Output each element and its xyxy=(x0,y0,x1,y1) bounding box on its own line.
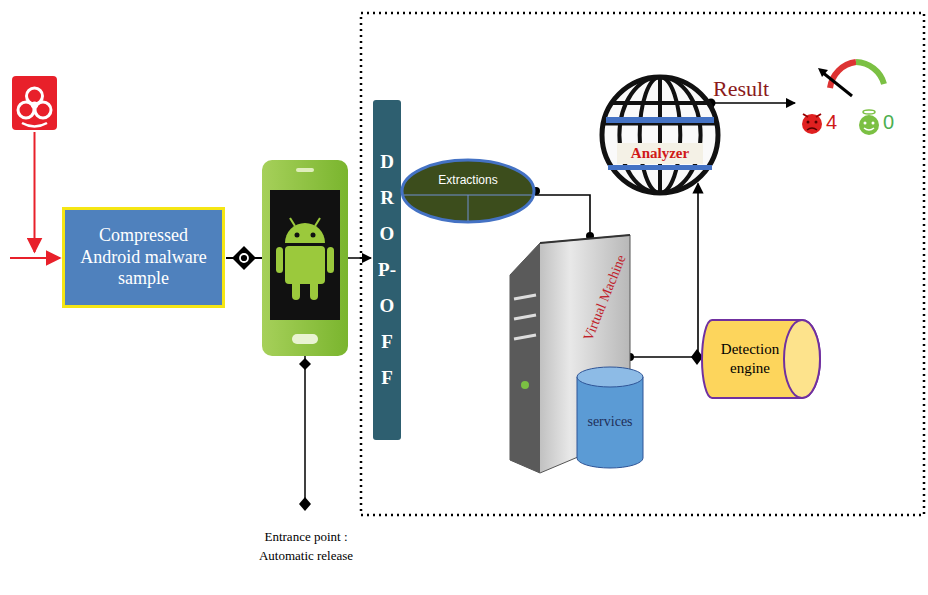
connector xyxy=(698,183,700,357)
entrance-note: Entrance point : Automatic release xyxy=(250,528,362,566)
phone-illustration xyxy=(262,160,348,356)
diamond-joint xyxy=(232,246,256,270)
drop-off-band: DROP-OFF xyxy=(373,100,401,440)
joint-symbol xyxy=(240,254,248,262)
wire xyxy=(348,257,371,259)
extraction-ellipse: Extractions xyxy=(400,158,536,224)
gauge-icon xyxy=(818,62,884,96)
system-region xyxy=(361,13,924,515)
analyzer-globe: Analyzer xyxy=(600,75,720,195)
connector xyxy=(620,356,700,358)
extraction-ellipse-outline xyxy=(400,158,536,224)
bad-face-icon xyxy=(802,114,822,134)
good-face-icon xyxy=(859,110,879,135)
node-text: Extractions xyxy=(438,173,497,187)
diamond-joint xyxy=(299,358,311,370)
result-arrow xyxy=(711,102,795,104)
node-text: DROP-OFF xyxy=(378,144,397,397)
analyzer-globe-outline xyxy=(600,75,720,195)
node-text: Detection engine xyxy=(711,340,789,379)
sample-box: Compressed Android malware sample xyxy=(62,207,225,308)
detection-engine-cylinder: Detection engine xyxy=(700,318,822,400)
input-wire xyxy=(34,132,36,252)
connector xyxy=(535,195,590,236)
node-text: services xyxy=(587,414,632,430)
good-count: 0 xyxy=(883,111,894,134)
node-text: Analyzer xyxy=(617,143,703,164)
bad-count: 4 xyxy=(826,111,837,134)
diamond-joint xyxy=(299,497,311,511)
detection-engine-cylinder-outline xyxy=(700,318,822,400)
virtual-machine-server: Virtual Machineservices xyxy=(510,235,630,473)
node-text: Compressed Android malware sample xyxy=(71,225,216,290)
input-wire xyxy=(10,257,60,259)
leader-line xyxy=(304,356,306,500)
result-label: Result xyxy=(713,76,769,102)
services-cylinder: services xyxy=(575,365,645,470)
biohazard-icon xyxy=(12,76,57,130)
